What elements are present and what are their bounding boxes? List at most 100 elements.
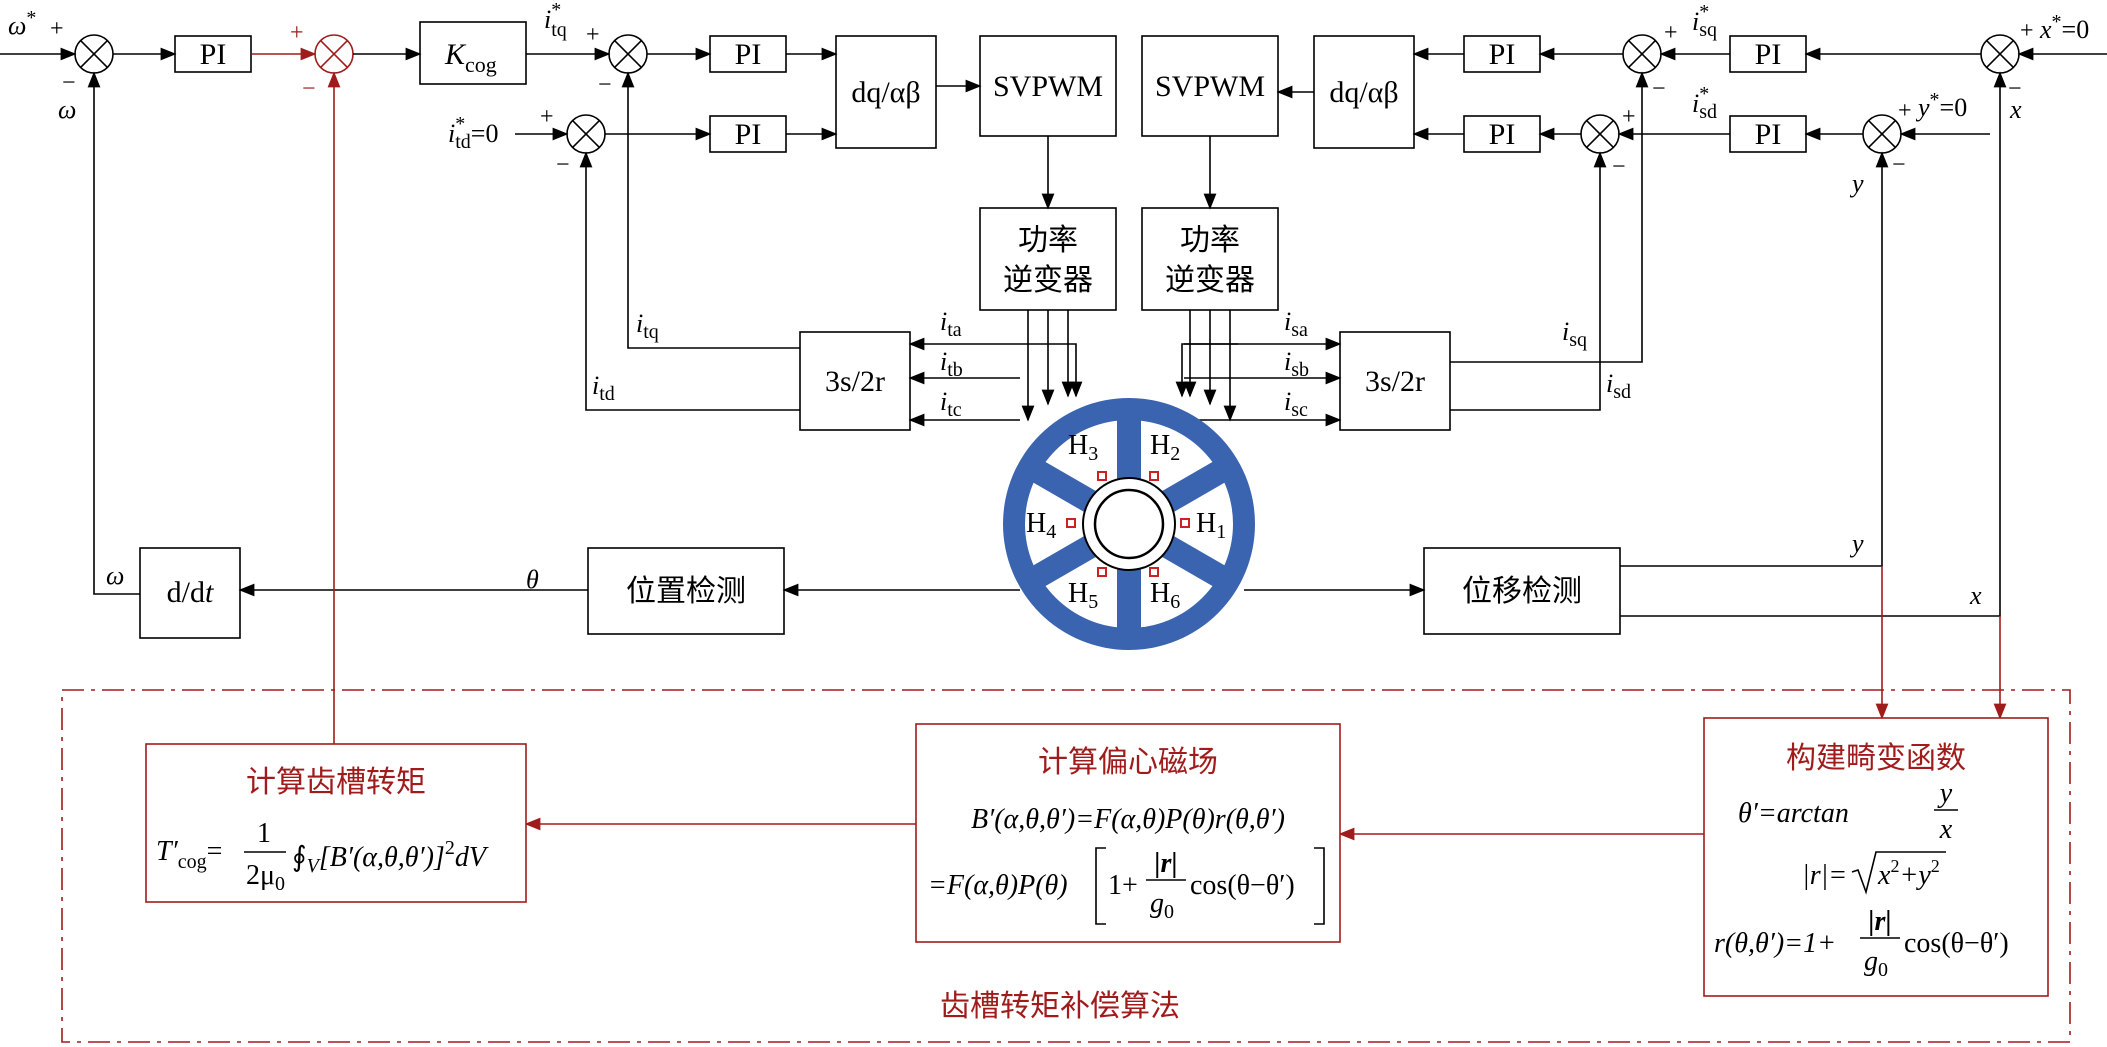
svg-text:功率: 功率 [1180,223,1240,258]
svg-text:−: − [1892,152,1906,178]
hall-h4: H4 [1026,508,1056,543]
svg-text:3s/2r: 3s/2r [1365,365,1425,398]
svg-text:B′(α,θ,θ′)=F(α,θ)P(θ)r(θ,θ′): B′(α,θ,θ′)=F(α,θ)P(θ)r(θ,θ′) [971,804,1285,835]
svg-text:功率: 功率 [1018,223,1078,258]
svg-text:i*sq: i*sq [1692,1,1717,41]
svg-text:∮V[B′(α,θ,θ′)]2dV: ∮V[B′(α,θ,θ′)]2dV [292,837,489,877]
iq-pi-block: PI [709,35,787,73]
svg-text:−: − [598,72,612,98]
compensation-region: 齿槽转矩补偿算法 计算齿槽转矩 T′cog= 1 2μ0 ∮V[B′(α,θ,θ… [61,47,2071,1043]
svg-text:位移检测: 位移检测 [1462,574,1582,609]
svg-text:−: − [1612,154,1626,180]
svg-text:θ′=arctan: θ′=arctan [1738,798,1849,829]
svg-text:y: y [1937,778,1953,809]
svg-text:cos(θ−θ′): cos(θ−θ′) [1904,928,2009,959]
svg-text:isd: isd [1606,369,1631,403]
isq-inner-pi-block: PI [1463,35,1541,73]
displacement-detect-block: 位移检测 [1423,547,1621,635]
svg-text:+: + [50,16,64,42]
svg-text:dq/αβ: dq/αβ [1329,76,1398,109]
svg-text:g0: g0 [1864,946,1888,981]
svpwm-right-block: SVPWM [1141,35,1279,137]
position-detect-block: 位置检测 [587,547,785,635]
speed-pi-block: PI [174,35,252,73]
svg-text:g0: g0 [1150,888,1174,923]
svg-text:PI: PI [1755,38,1782,71]
svg-text:x: x [2009,95,2022,124]
hall-h6: H6 [1150,578,1180,613]
svg-text:isq: isq [1562,317,1587,351]
svg-text:3s/2r: 3s/2r [825,365,885,398]
svg-text:+: + [540,104,554,130]
svg-text:dq/αβ: dq/αβ [851,76,920,109]
svg-text:+: + [1622,104,1636,130]
svg-text:+: + [1664,20,1678,46]
isq-outer-pi-block: PI [1729,35,1807,73]
svg-text:T′cog=: T′cog= [156,836,222,873]
svg-text:θ: θ [526,565,539,594]
svg-text:isb: isb [1284,347,1309,381]
svg-text:y: y [1849,169,1864,198]
motor: H1 H2 H3 H4 H5 H6 [1003,398,1255,650]
svg-text:y: y [1849,529,1864,558]
svg-text:ita: ita [940,307,962,341]
svg-text:构建畸变函数: 构建畸变函数 [1786,741,1966,776]
inverter-right-block: 功率 逆变器 [1141,207,1279,311]
svg-text:Kcog: Kcog [444,38,497,77]
svg-text:逆变器: 逆变器 [1003,263,1093,298]
svg-text:|r|=: |r|= [1802,860,1847,891]
inverter-left-block: 功率 逆变器 [979,207,1117,311]
svg-text:itb: itb [940,347,963,381]
svg-text:r(θ,θ′)=1+: r(θ,θ′)=1+ [1714,928,1836,959]
svg-text:−: − [1652,76,1666,102]
svg-text:+: + [1898,98,1912,124]
signal-lines [0,47,2107,617]
sum-y [1862,114,1902,154]
svg-text:−: − [2008,76,2022,102]
svg-text:−: − [62,70,76,96]
svg-text:逆变器: 逆变器 [1165,263,1255,298]
svg-text:|r|: |r| [1868,906,1891,937]
isd-outer-pi-block: PI [1729,115,1807,153]
hall-h5: H5 [1068,578,1098,613]
dq-alphabeta-right-block: dq/αβ [1313,35,1415,149]
svg-text:itd: itd [592,371,615,405]
svg-text:x: x [1939,814,1953,845]
svg-text:1: 1 [257,818,271,849]
svg-text:PI: PI [1489,118,1516,151]
svg-text:|r|: |r| [1154,848,1177,879]
signal-labels: ω* + − ω ω θ + − i*tq + − i*td=0 + − itq… [8,0,2089,610]
svg-text:−: − [302,76,316,102]
id-pi-block: PI [709,115,787,153]
svg-text:PI: PI [735,118,762,151]
svg-text:itq: itq [636,309,659,343]
svg-text:ω: ω [58,95,76,124]
distortion-function-block: 构建畸变函数 θ′=arctan y x |r|= x2+y2 r(θ,θ′)=… [1703,717,2049,997]
hall-h1: H1 [1196,508,1226,543]
hall-h3: H3 [1068,430,1098,465]
svg-text:SVPWM: SVPWM [1155,70,1265,103]
svg-text:x*=0: x*=0 [2039,11,2089,44]
dq-alphabeta-left-block: dq/αβ [835,35,937,149]
conv-3s2r-left-block: 3s/2r [799,331,911,431]
svg-text:计算偏心磁场: 计算偏心磁场 [1038,745,1218,780]
isd-inner-pi-block: PI [1463,115,1541,153]
svg-text:位置检测: 位置检测 [626,574,746,609]
svg-text:d/dt: d/dt [167,576,214,609]
svg-text:计算齿槽转矩: 计算齿槽转矩 [246,765,426,800]
sum-compensation [314,34,354,74]
sum-iq [608,34,648,74]
svg-text:1+: 1+ [1108,870,1138,901]
svg-text:PI: PI [735,38,762,71]
svg-text:ω*: ω* [8,7,36,40]
svg-text:齿槽转矩补偿算法: 齿槽转矩补偿算法 [940,989,1180,1024]
sum-isd [1580,114,1620,154]
svg-text:=F(α,θ)P(θ): =F(α,θ)P(θ) [928,870,1068,901]
svg-text:ω: ω [106,561,124,590]
svg-text:PI: PI [1489,38,1516,71]
conv-3s2r-right-block: 3s/2r [1339,331,1451,431]
svg-text:i*tq: i*tq [544,0,567,41]
kcog-block: Kcog [419,21,527,85]
sum-isq [1622,34,1662,74]
